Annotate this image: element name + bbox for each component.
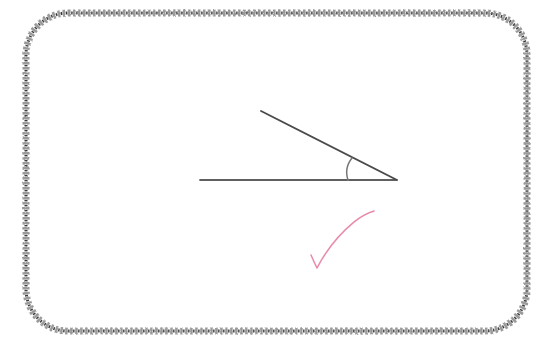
angle-slanted-ray — [260, 110, 398, 181]
angle-figure — [199, 110, 398, 181]
chain-border-inner — [24, 11, 529, 333]
chain-border-frame — [22, 9, 531, 335]
chain-border-outer — [22, 9, 531, 335]
angle-arc — [345, 157, 353, 181]
check-mark — [310, 210, 375, 269]
